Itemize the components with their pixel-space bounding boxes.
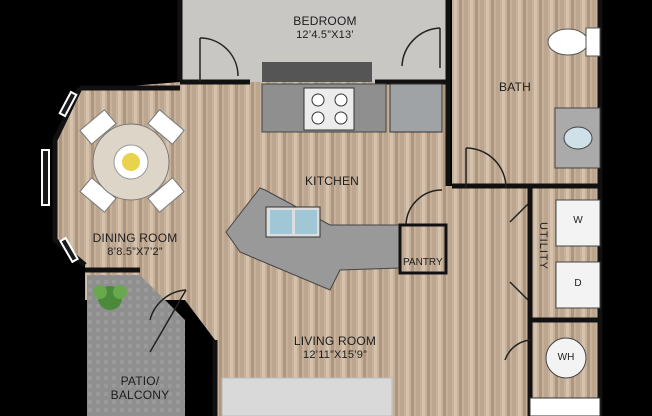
bedroom-label: BEDROOM 12’4.5”X13’ — [280, 14, 370, 42]
utility-label: UTILITY — [537, 222, 549, 270]
living-name: LIVING ROOM — [293, 334, 377, 348]
bath-name: BATH — [499, 80, 531, 94]
patio-label: PATIO/ BALCONY — [100, 374, 180, 402]
pantry-box — [398, 223, 448, 275]
toilet — [547, 28, 589, 56]
living-label: LIVING ROOM 12’11”X15’9” — [280, 334, 390, 362]
patio-line1: PATIO/ — [120, 374, 160, 388]
kitchen-label: KITCHEN — [292, 174, 372, 188]
dryer-label: D — [574, 278, 582, 289]
pantry-label: PANTRY — [403, 257, 443, 268]
patio-plant — [93, 285, 127, 310]
dining-label: DINING ROOM 8’8.5”X7’2” — [80, 231, 190, 259]
bath-label: BATH — [490, 80, 540, 94]
water-heater-label: WH — [557, 352, 575, 363]
dining-dims: 8’8.5”X7’2” — [107, 246, 163, 258]
bedroom-name: BEDROOM — [293, 14, 357, 28]
dining-name: DINING ROOM — [92, 231, 178, 245]
dining-table — [79, 109, 185, 213]
bedroom-dims: 12’4.5”X13’ — [296, 29, 354, 41]
dryer — [555, 261, 601, 309]
washer — [555, 199, 601, 247]
refrigerator — [389, 83, 443, 133]
washer-label: W — [573, 215, 583, 226]
living-rug — [221, 377, 393, 416]
living-dims: 12’11”X15’9” — [303, 349, 367, 361]
kitchen-name: KITCHEN — [304, 174, 360, 188]
water-heater — [545, 337, 587, 379]
patio-line2: BALCONY — [110, 388, 170, 402]
patio-floor — [87, 275, 185, 416]
